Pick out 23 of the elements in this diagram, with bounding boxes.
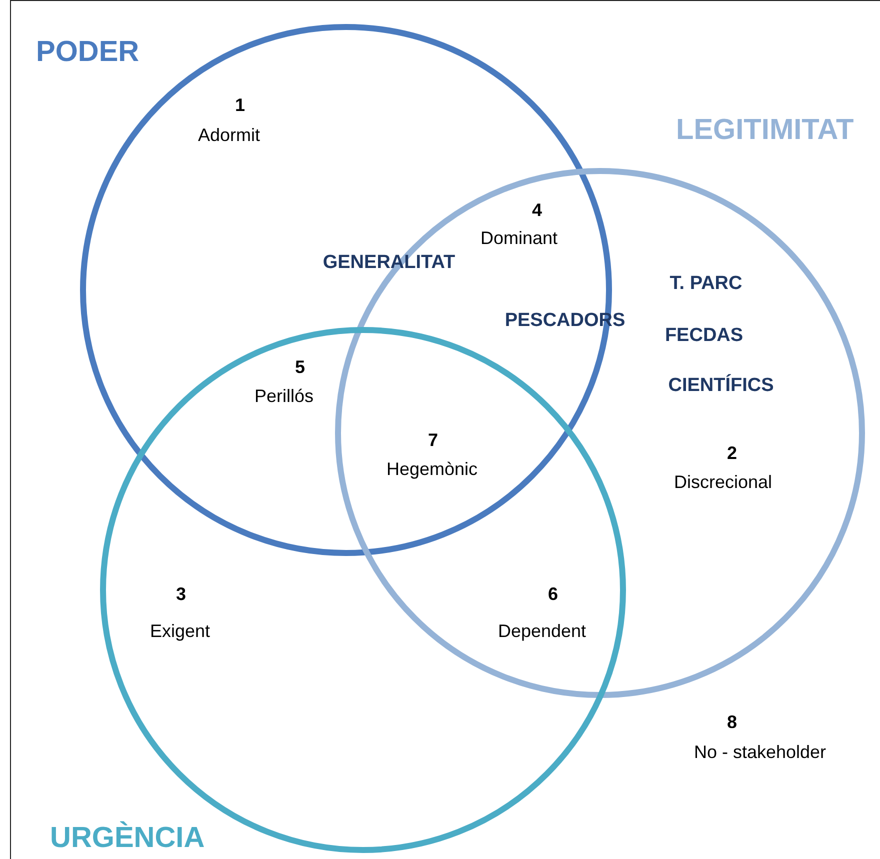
set-heading: PODER	[36, 36, 140, 69]
region-name: Dominant	[480, 228, 558, 249]
region-name: Adormit	[198, 125, 260, 146]
region-name: Exigent	[150, 621, 210, 642]
region-name: Discrecional	[674, 472, 772, 493]
stakeholder-name: FECDAS	[664, 325, 744, 347]
region-name: Perillós	[254, 386, 314, 407]
stakeholder-name: CIENTÍFICS	[668, 375, 774, 397]
stakeholder-name: T. PARC	[670, 273, 742, 295]
region-number: 1	[235, 95, 245, 116]
stakeholder-name: GENERALITAT	[322, 252, 456, 274]
region-name: No - stakeholder	[694, 742, 826, 763]
region-number: 3	[176, 584, 186, 605]
region-name: Hegemònic	[386, 459, 478, 480]
region-number: 4	[532, 200, 542, 221]
set-heading: URGÈNCIA	[50, 822, 205, 855]
region-number: 6	[548, 584, 558, 605]
region-number: 7	[428, 430, 438, 451]
set-heading: LEGITIMITAT	[676, 114, 854, 147]
region-name: Dependent	[498, 621, 586, 642]
region-number: 2	[727, 443, 737, 464]
region-number: 8	[727, 712, 737, 733]
region-number: 5	[295, 357, 305, 378]
